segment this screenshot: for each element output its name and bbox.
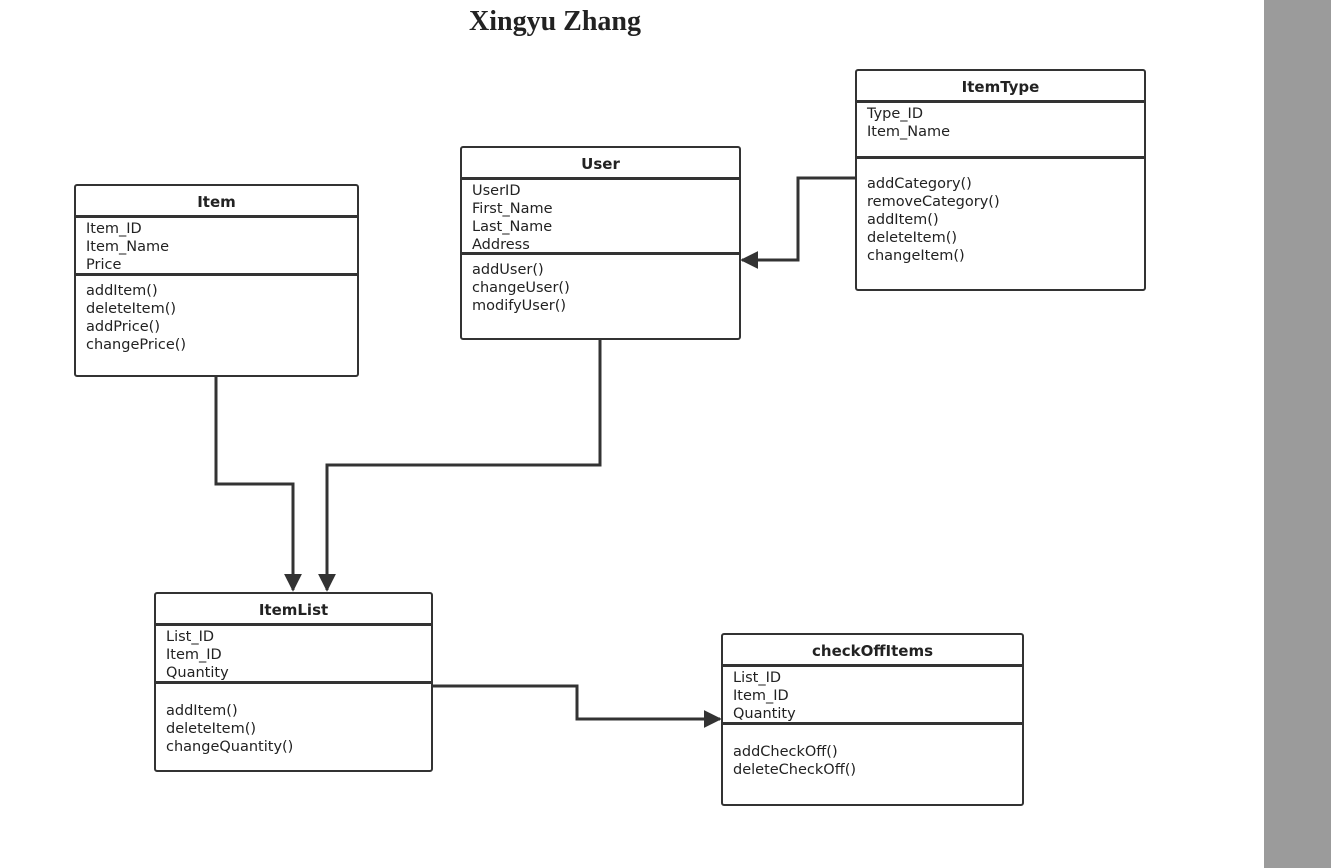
operation-section: addItem() deleteItem() addPrice() change… <box>76 276 357 360</box>
operation: deleteItem() <box>166 721 257 737</box>
operation: addUser() <box>472 262 544 278</box>
operation: changeItem() <box>867 248 965 264</box>
attribute-section: List_ID Item_ID Quantity <box>156 626 431 684</box>
attribute-section: Item_ID Item_Name Price <box>76 218 357 276</box>
vertical-scrollbar[interactable] <box>1264 0 1331 868</box>
operation: addItem() <box>86 283 158 299</box>
connector-itemlist-to-checkoffitems <box>432 684 722 728</box>
diagram-title: Xingyu Zhang <box>469 6 641 37</box>
operation: addItem() <box>867 212 939 228</box>
class-name: User <box>462 148 739 180</box>
class-name: checkOffItems <box>723 635 1022 667</box>
attribute: Item_Name <box>86 239 170 255</box>
attribute: Quantity <box>166 665 229 681</box>
attribute: Price <box>86 257 122 273</box>
operation-section: addCheckOff() deleteCheckOff() <box>723 725 1022 785</box>
operation: addCategory() <box>867 176 972 192</box>
class-item: Item Item_ID Item_Name Price addItem() d… <box>74 184 359 377</box>
attribute: First_Name <box>472 201 553 217</box>
operation: changeUser() <box>472 280 570 296</box>
class-itemtype: ItemType Type_ID Item_Name addCategory()… <box>855 69 1146 291</box>
operation: addItem() <box>166 703 238 719</box>
attribute: Item_ID <box>86 221 142 237</box>
attribute: Item_ID <box>166 647 222 663</box>
attribute: Type_ID <box>867 106 923 122</box>
connector-item-to-itemlist <box>214 377 302 592</box>
connector-layer <box>214 176 856 728</box>
operation: deleteCheckOff() <box>733 762 857 778</box>
attribute-section: List_ID Item_ID Quantity <box>723 667 1022 725</box>
class-checkoffitems: checkOffItems List_ID Item_ID Quantity a… <box>721 633 1024 806</box>
operation-section: addCategory() removeCategory() addItem()… <box>857 159 1144 271</box>
attribute: Address <box>472 237 530 253</box>
operation: deleteItem() <box>867 230 958 246</box>
operation: changeQuantity() <box>166 739 294 755</box>
operation: removeCategory() <box>867 194 1000 210</box>
attribute-section: UserID First_Name Last_Name Address <box>462 180 739 255</box>
class-name: Item <box>76 186 357 218</box>
attribute: Item_Name <box>867 124 951 140</box>
attribute: List_ID <box>166 629 215 645</box>
class-itemlist: ItemList List_ID Item_ID Quantity addIte… <box>154 592 433 772</box>
class-name: ItemType <box>857 71 1144 103</box>
operation-section: addUser() changeUser() modifyUser() <box>462 255 739 321</box>
attribute-section: Type_ID Item_Name <box>857 103 1144 159</box>
attribute: List_ID <box>733 670 782 686</box>
operation-section: addItem() deleteItem() changeQuantity() <box>156 684 431 762</box>
connector-itemtype-to-user <box>740 176 856 269</box>
attribute: Last_Name <box>472 219 553 235</box>
class-name: ItemList <box>156 594 431 626</box>
operation: deleteItem() <box>86 301 177 317</box>
operation: changePrice() <box>86 337 187 353</box>
attribute: Item_ID <box>733 688 789 704</box>
connector-user-to-itemlist <box>318 340 602 592</box>
diagram-canvas: Xingyu Zhang Item Item_ID Item_Name Pric… <box>74 6 1146 806</box>
operation: addPrice() <box>86 319 160 335</box>
class-user: User UserID First_Name Last_Name Address… <box>460 146 741 340</box>
attribute: UserID <box>472 183 521 199</box>
attribute: Quantity <box>733 706 796 722</box>
operation: modifyUser() <box>472 298 567 314</box>
operation: addCheckOff() <box>733 744 838 760</box>
